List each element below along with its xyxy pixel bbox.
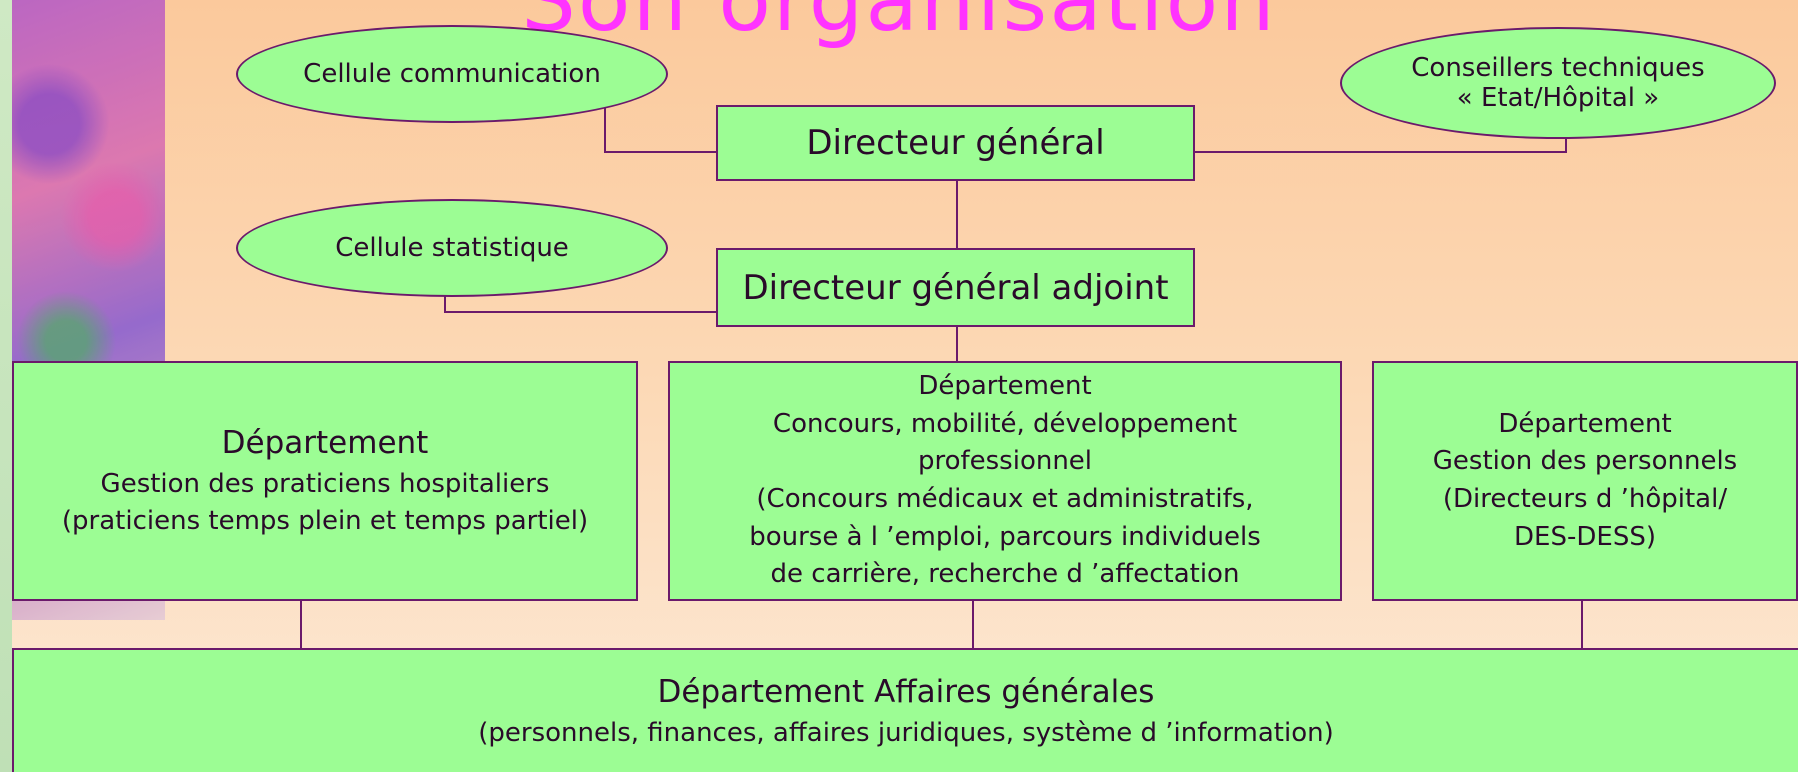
directeur-general-node: Directeur général — [716, 105, 1195, 181]
connector-communication — [604, 106, 717, 153]
dept-personnels-line2: Gestion des personnels — [1432, 446, 1738, 477]
conseillers-label-line1: Conseillers techniques — [1411, 53, 1705, 83]
slide-title: Son organisation — [521, 0, 1277, 51]
directeur-general-label: Directeur général — [806, 123, 1105, 163]
dept-concours-line6: de carrière, recherche d ’affectation — [770, 559, 1240, 590]
dept-praticiens-line3: (praticiens temps plein et temps partiel… — [61, 506, 589, 537]
dept-concours-node: Département Concours, mobilité, développ… — [668, 361, 1342, 601]
directeur-general-adjoint-label: Directeur général adjoint — [742, 267, 1169, 308]
decorative-edge — [0, 0, 12, 772]
connector-statistique — [444, 296, 717, 313]
dept-personnels-line4: DES-DESS) — [1514, 521, 1656, 552]
dept-personnels-title: Département — [1498, 408, 1672, 439]
dept-praticiens-node: Département Gestion des praticiens hospi… — [12, 361, 638, 601]
cellule-statistique-label: Cellule statistique — [335, 233, 569, 263]
conseillers-techniques-node: Conseillers techniques « Etat/Hôpital » — [1340, 27, 1776, 139]
conseillers-label-line2: « Etat/Hôpital » — [1456, 83, 1660, 113]
dept-concours-line4: (Concours médicaux et administratifs, — [756, 484, 1254, 514]
dept-praticiens-line2: Gestion des praticiens hospitaliers — [100, 468, 550, 499]
dept-concours-title: Département — [918, 370, 1092, 401]
dept-personnels-line3: (Directeurs d ’hôpital/ — [1442, 484, 1728, 514]
dept-concours-line2: Concours, mobilité, développement — [772, 408, 1238, 439]
cellule-communication-node: Cellule communication — [236, 25, 668, 123]
dept-concours-line5: bourse à l ’emploi, parcours individuels — [749, 521, 1261, 552]
dept-affaires-generales-title: Département Affaires générales — [657, 673, 1155, 710]
dept-praticiens-title: Département — [221, 424, 429, 461]
cellule-statistique-node: Cellule statistique — [236, 199, 668, 297]
dept-affaires-generales-line2: (personnels, finances, affaires juridiqu… — [478, 717, 1334, 748]
cellule-communication-label: Cellule communication — [303, 59, 601, 89]
directeur-general-adjoint-node: Directeur général adjoint — [716, 248, 1195, 327]
dept-affaires-generales-node: Département Affaires générales (personne… — [12, 648, 1798, 772]
dept-concours-line3: professionnel — [917, 446, 1093, 477]
dept-personnels-node: Département Gestion des personnels (Dire… — [1372, 361, 1798, 601]
connector-conseillers — [1195, 138, 1567, 153]
